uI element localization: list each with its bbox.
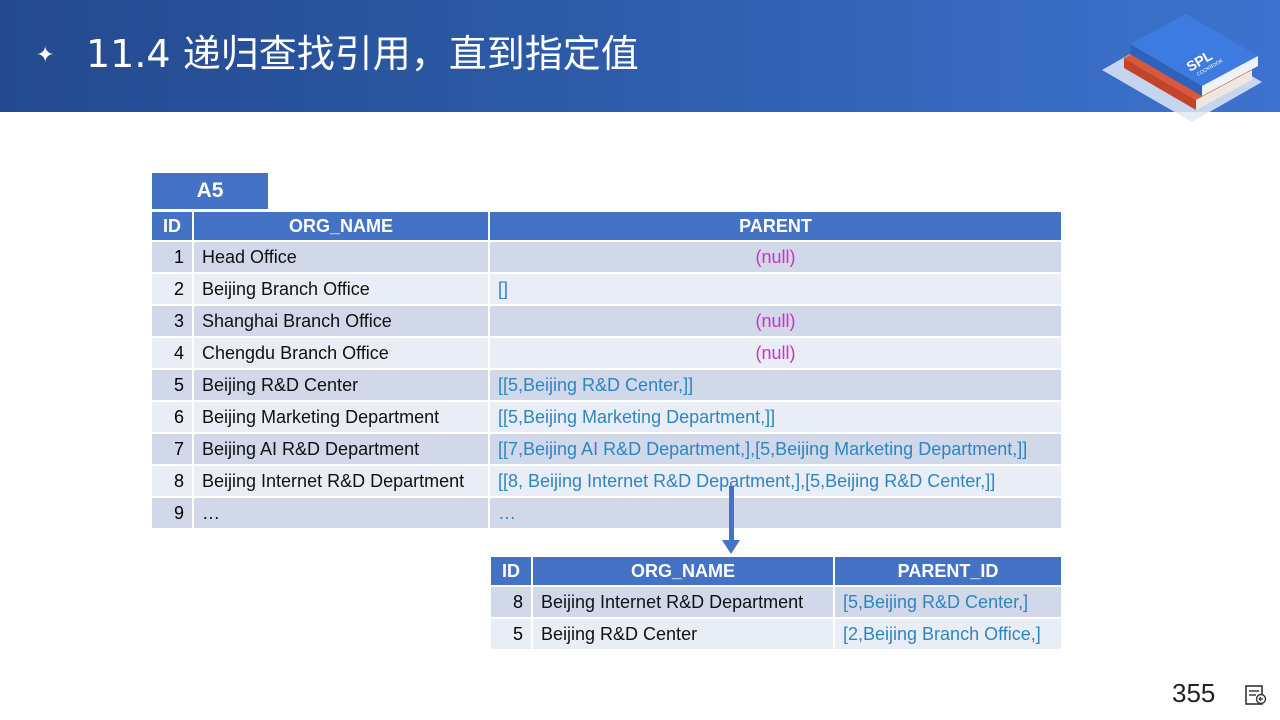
cell-org-name: Beijing AI R&D Department xyxy=(194,434,488,464)
table-row: 5 Beijing R&D Center [[5,Beijing R&D Cen… xyxy=(152,370,1061,400)
cell-id: 7 xyxy=(152,434,192,464)
cell-parent: (null) xyxy=(490,242,1061,272)
cell-org-name: Shanghai Branch Office xyxy=(194,306,488,336)
table-row: 5 Beijing R&D Center [2,Beijing Branch O… xyxy=(491,619,1061,649)
table-header-row: ID ORG_NAME PARENT xyxy=(152,212,1061,240)
cell-id: 5 xyxy=(491,619,531,649)
cell-org-name: Beijing Internet R&D Department xyxy=(194,466,488,496)
cell-id: 9 xyxy=(152,498,192,528)
cell-parent: [] xyxy=(490,274,1061,304)
cell-org-name: Beijing R&D Center xyxy=(533,619,833,649)
column-header-org-name: ORG_NAME xyxy=(194,212,488,240)
column-header-parent: PARENT xyxy=(490,212,1061,240)
cell-org-name: Beijing Internet R&D Department xyxy=(533,587,833,617)
cell-parent: [[7,Beijing AI R&D Department,],[5,Beiji… xyxy=(490,434,1061,464)
cell-org-name: … xyxy=(194,498,488,528)
cell-id: 5 xyxy=(152,370,192,400)
slide-notes-icon[interactable] xyxy=(1244,684,1268,706)
cell-parent: (null) xyxy=(490,338,1061,368)
table-row: 1 Head Office (null) xyxy=(152,242,1061,272)
page-number: 355 xyxy=(1172,678,1216,708)
cell-id: 8 xyxy=(491,587,531,617)
column-header-id: ID xyxy=(152,212,192,240)
cell-id: 4 xyxy=(152,338,192,368)
cell-org-name: Beijing R&D Center xyxy=(194,370,488,400)
cell-parent-id: [2,Beijing Branch Office,] xyxy=(835,619,1061,649)
cell-label-a5: A5 xyxy=(152,173,268,209)
down-arrow-shaft xyxy=(729,486,734,542)
table-row: 4 Chengdu Branch Office (null) xyxy=(152,338,1061,368)
cell-id: 6 xyxy=(152,402,192,432)
sparkle-icon: ✦ xyxy=(36,42,55,67)
cell-org-name: Beijing Marketing Department xyxy=(194,402,488,432)
slide-title: 11.4 递归查找引用，直到指定值 xyxy=(86,32,639,76)
column-header-id: ID xyxy=(491,557,531,585)
cell-org-name: Beijing Branch Office xyxy=(194,274,488,304)
table-row: 3 Shanghai Branch Office (null) xyxy=(152,306,1061,336)
cell-parent-id: [5,Beijing R&D Center,] xyxy=(835,587,1061,617)
cell-org-name: Head Office xyxy=(194,242,488,272)
cell-parent: [[5,Beijing Marketing Department,]] xyxy=(490,402,1061,432)
cell-parent: [[8, Beijing Internet R&D Department,],[… xyxy=(490,466,1061,496)
table-row: 7 Beijing AI R&D Department [[7,Beijing … xyxy=(152,434,1061,464)
column-header-org-name: ORG_NAME xyxy=(533,557,833,585)
column-header-parent-id: PARENT_ID xyxy=(835,557,1061,585)
cell-parent: [[5,Beijing R&D Center,]] xyxy=(490,370,1061,400)
cell-id: 3 xyxy=(152,306,192,336)
slide-header: ✦ 11.4 递归查找引用，直到指定值 xyxy=(0,0,1280,112)
cell-parent: … xyxy=(490,498,1061,528)
result-table: ID ORG_NAME PARENT_ID 8 Beijing Internet… xyxy=(489,555,1063,651)
table-row: 6 Beijing Marketing Department [[5,Beiji… xyxy=(152,402,1061,432)
table-row: 8 Beijing Internet R&D Department [5,Bei… xyxy=(491,587,1061,617)
spl-cookbook-logo: SPL COOKBOOK xyxy=(1102,14,1262,122)
cell-id: 1 xyxy=(152,242,192,272)
table-row: 9 … … xyxy=(152,498,1061,528)
table-header-row: ID ORG_NAME PARENT_ID xyxy=(491,557,1061,585)
cell-org-name: Chengdu Branch Office xyxy=(194,338,488,368)
down-arrow-icon xyxy=(722,540,740,554)
cell-id: 8 xyxy=(152,466,192,496)
cell-parent: (null) xyxy=(490,306,1061,336)
table-row: 8 Beijing Internet R&D Department [[8, B… xyxy=(152,466,1061,496)
source-table: ID ORG_NAME PARENT 1 Head Office (null) … xyxy=(150,210,1063,530)
cell-id: 2 xyxy=(152,274,192,304)
table-row: 2 Beijing Branch Office [] xyxy=(152,274,1061,304)
